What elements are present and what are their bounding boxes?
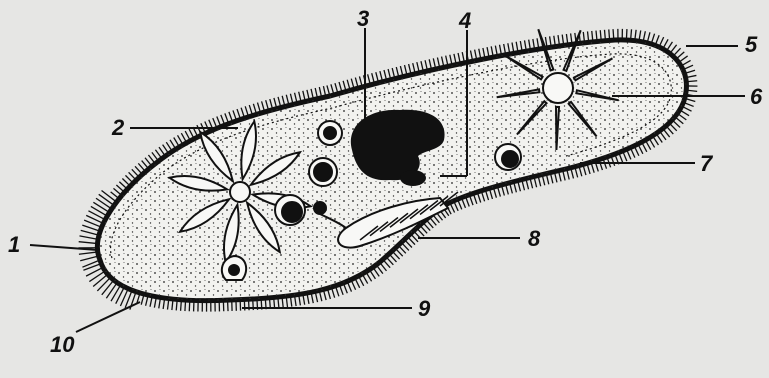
label-3: 3 xyxy=(357,6,369,31)
cilium xyxy=(99,194,114,205)
cilium xyxy=(96,198,112,209)
label-10: 10 xyxy=(50,332,75,357)
label-9: 9 xyxy=(418,296,431,321)
cilium xyxy=(81,230,99,235)
label-2: 2 xyxy=(111,115,125,140)
label-5: 5 xyxy=(745,32,758,57)
cilium xyxy=(79,242,98,244)
cilium xyxy=(82,260,100,267)
cilium xyxy=(88,211,105,220)
label-4: 4 xyxy=(458,8,471,33)
cilium xyxy=(102,280,114,295)
label-1: 1 xyxy=(8,232,20,257)
cilium xyxy=(93,274,108,286)
cilium xyxy=(91,206,107,216)
cilium xyxy=(80,256,98,261)
cilium xyxy=(102,191,117,203)
label-7: 7 xyxy=(700,151,714,176)
cilium xyxy=(93,202,109,212)
cilium xyxy=(111,285,121,301)
vacuole-center xyxy=(543,73,573,103)
cilium xyxy=(79,252,98,254)
label-6: 6 xyxy=(750,84,763,109)
cilium xyxy=(97,277,110,291)
label-8: 8 xyxy=(528,226,541,251)
cilium xyxy=(106,283,117,299)
micronucleus xyxy=(400,170,426,186)
cytopyge-vacuole xyxy=(228,264,240,276)
vacuole-center xyxy=(230,182,250,202)
cilium xyxy=(79,236,98,240)
